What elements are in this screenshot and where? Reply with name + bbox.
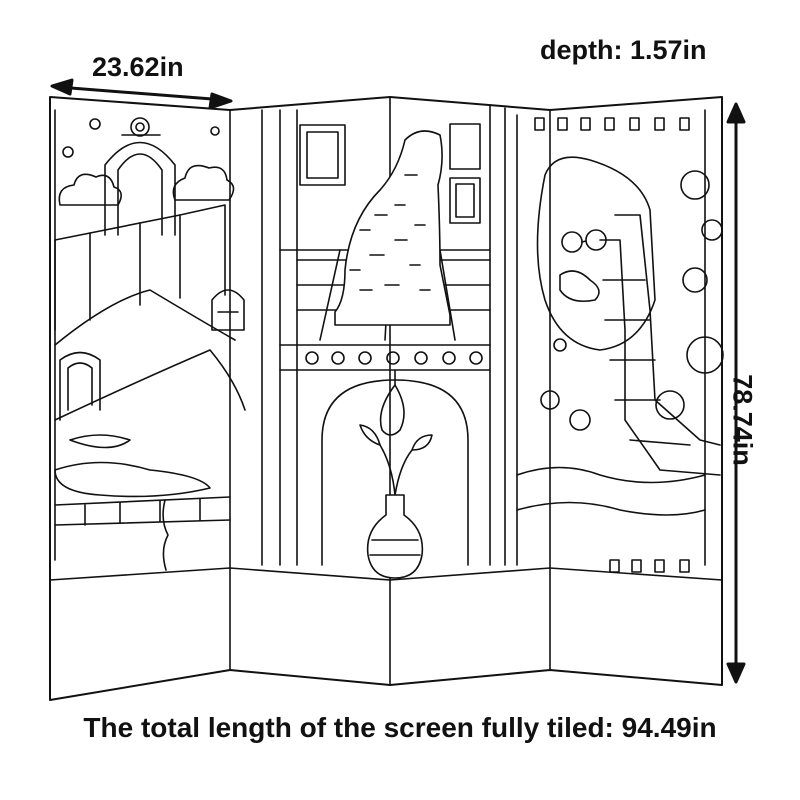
total-length-label: The total length of the screen fully til… — [83, 712, 717, 743]
panel-2-cheetah-art — [261, 104, 506, 579]
height-label: 78.74in — [727, 374, 758, 466]
depth-label: depth: 1.57in — [540, 35, 707, 65]
height-arrow — [726, 102, 746, 684]
panel-1-landscape-art — [54, 109, 246, 571]
panel-3-face-art — [516, 109, 724, 573]
panel-width-arrow — [50, 78, 233, 110]
panel-width-label: 23.62in — [92, 52, 184, 82]
